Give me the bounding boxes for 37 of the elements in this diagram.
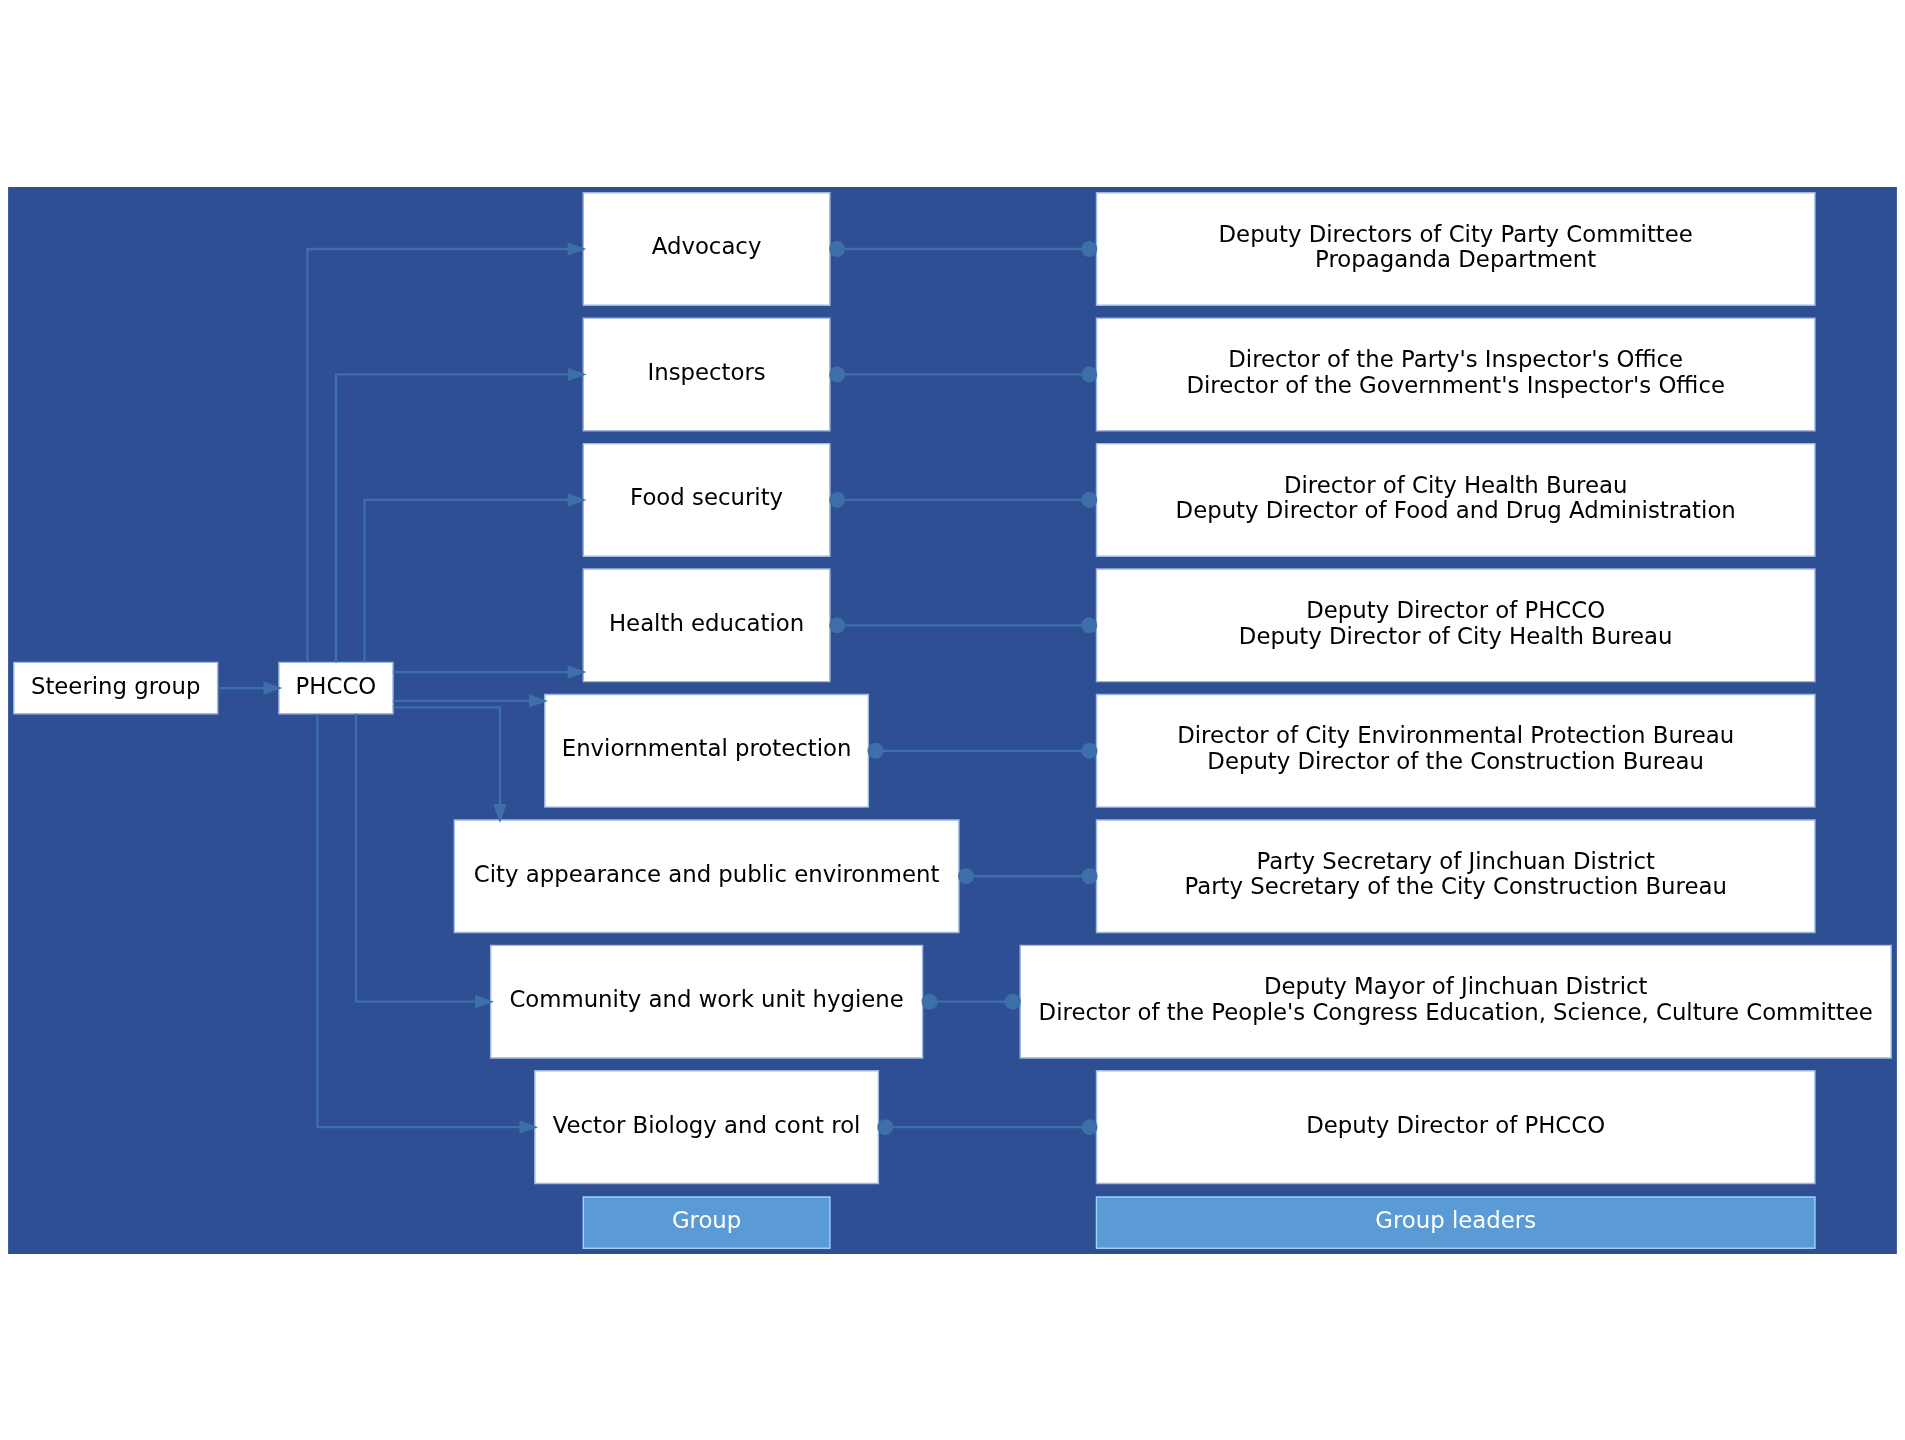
node-box: Deputy Directors of City Party Committee Propaganda Department	[1095, 191, 1816, 306]
connector	[877, 1118, 1098, 1135]
node-box: Group	[582, 1195, 831, 1249]
connector	[921, 993, 1021, 1010]
connector	[829, 491, 1098, 508]
node-box: Deputy Director of PHCCO	[1095, 1069, 1816, 1184]
node-box: City appearance and public environment	[453, 818, 960, 933]
node-box: Deputy Mayor of Jinchuan District Director of the People's Congress Education, Science, Culture Committee	[1019, 944, 1892, 1059]
node-box: Deputy Director of PHCCO Deputy Director of City Health Bureau	[1095, 567, 1816, 682]
arrow	[334, 367, 587, 662]
arrow	[393, 664, 587, 679]
node-box: PHCCO	[278, 661, 394, 714]
node-box: Vector Biology and cont rol	[534, 1069, 880, 1184]
arrow	[306, 241, 587, 662]
node-box: Health education	[582, 567, 831, 682]
node-box: Enviornmental protection	[544, 693, 870, 808]
node-box: Food security	[582, 442, 831, 557]
node-box: Steering group	[13, 661, 219, 714]
connector	[867, 742, 1098, 759]
arrow	[218, 680, 283, 695]
node-box: Director of City Environmental Protection Bureau Deputy Director of the Construction Bureau	[1095, 693, 1816, 808]
node-box: Inspectors	[582, 316, 831, 431]
node-box: Director of City Health Bureau Deputy Director of Food and Drug Administration	[1095, 442, 1816, 557]
connector	[829, 365, 1098, 382]
arrow	[393, 705, 507, 823]
arrow	[316, 713, 539, 1134]
connector	[829, 240, 1098, 257]
connector	[829, 616, 1098, 633]
arrow	[354, 713, 494, 1008]
arrow	[363, 492, 587, 662]
arrow	[393, 693, 548, 707]
node-box: Director of the Party's Inspector's Office Director of the Government's Inspector's Office	[1095, 316, 1816, 431]
connector	[958, 867, 1098, 884]
node-box: Advocacy	[582, 191, 831, 306]
node-box: Group leaders	[1095, 1195, 1816, 1249]
node-box: Community and work unit hygiene	[489, 944, 924, 1059]
node-box: Party Secretary of Jinchuan District Party Secretary of the City Construction Bureau	[1095, 818, 1816, 933]
